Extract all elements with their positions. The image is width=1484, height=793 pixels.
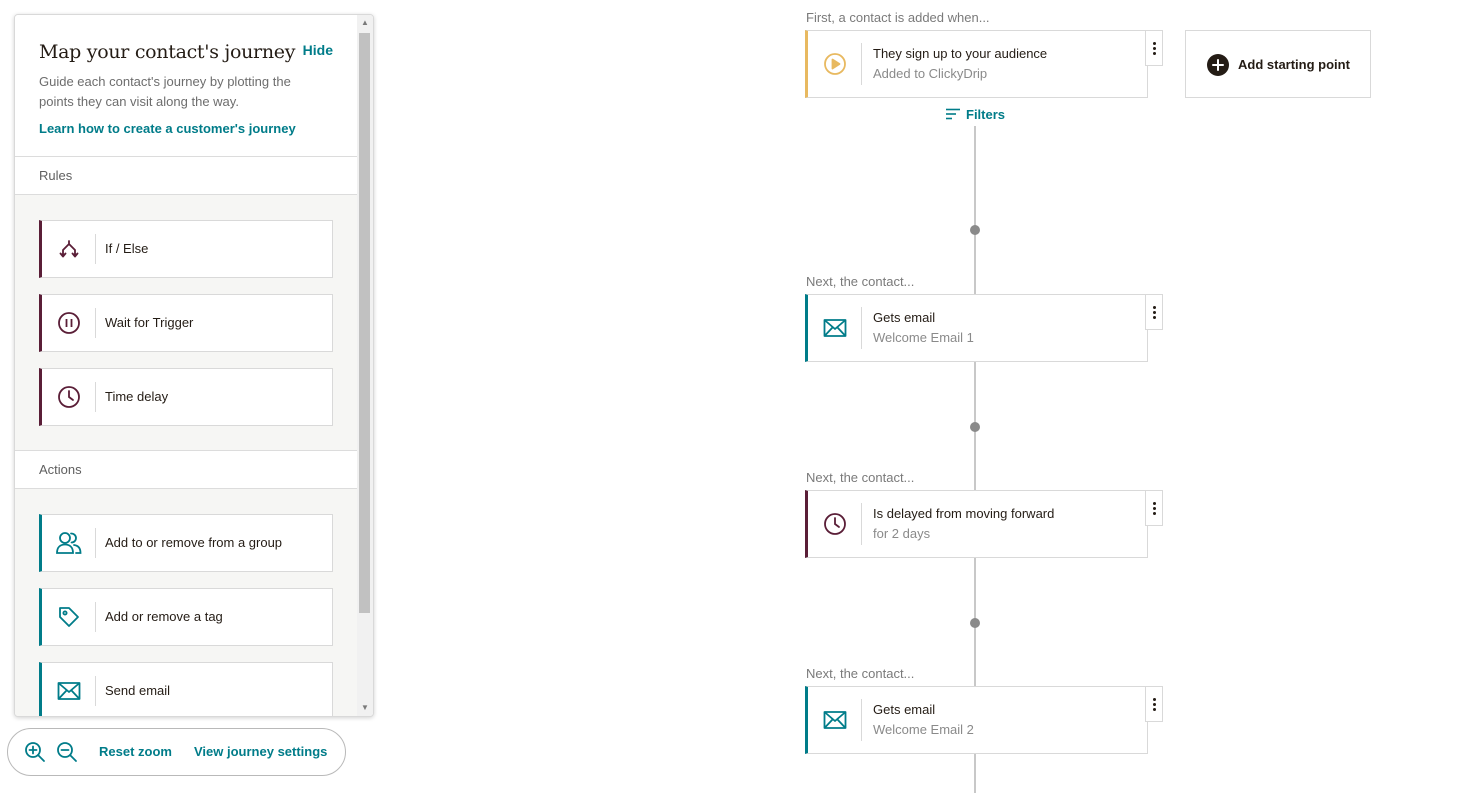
clock-icon bbox=[808, 491, 862, 557]
rule-time-delay[interactable]: Time delay bbox=[39, 368, 333, 426]
step-title: Gets email bbox=[873, 310, 936, 325]
scroll-up-icon[interactable]: ▲ bbox=[361, 18, 369, 27]
panel-header: Map your contact's journey Hide Guide ea… bbox=[15, 15, 357, 157]
add-step-node[interactable] bbox=[970, 225, 980, 235]
play-icon bbox=[808, 31, 862, 97]
journey-step-email[interactable]: Gets email Welcome Email 1 bbox=[805, 294, 1148, 362]
rule-label: Wait for Trigger bbox=[105, 315, 194, 330]
step-menu-icon[interactable] bbox=[1145, 490, 1163, 526]
connector-line bbox=[974, 126, 976, 294]
step-menu-icon[interactable] bbox=[1145, 294, 1163, 330]
node-divider bbox=[861, 307, 862, 349]
action-send-email[interactable]: Send email bbox=[39, 662, 333, 716]
scrollbar-thumb[interactable] bbox=[359, 33, 370, 613]
card-divider bbox=[95, 602, 96, 632]
panel-title: Map your contact's journey bbox=[39, 41, 296, 63]
step-caption: Next, the contact... bbox=[806, 274, 915, 289]
envelope-icon bbox=[808, 687, 862, 753]
step-caption: Next, the contact... bbox=[806, 470, 915, 485]
action-group[interactable]: Add to or remove from a group bbox=[39, 514, 333, 572]
card-divider bbox=[95, 234, 96, 264]
envelope-icon bbox=[808, 295, 862, 361]
add-step-node[interactable] bbox=[970, 618, 980, 628]
step-title: Gets email bbox=[873, 702, 936, 717]
plus-icon bbox=[1207, 54, 1229, 76]
actions-section-label: Actions bbox=[15, 451, 357, 489]
zoom-in-icon[interactable] bbox=[24, 741, 46, 763]
reset-zoom-button[interactable]: Reset zoom bbox=[99, 744, 172, 759]
add-step-node[interactable] bbox=[970, 422, 980, 432]
step-title: They sign up to your audience bbox=[873, 46, 1048, 61]
step-caption: Next, the contact... bbox=[806, 666, 915, 681]
add-starting-point-button[interactable]: Add starting point bbox=[1185, 30, 1371, 98]
pause-icon bbox=[42, 295, 96, 351]
filter-icon bbox=[946, 108, 960, 120]
step-caption: First, a contact is added when... bbox=[806, 10, 990, 25]
zoom-toolbar: Reset zoom View journey settings bbox=[7, 728, 346, 776]
connector-line bbox=[974, 754, 976, 793]
journey-step-email[interactable]: Gets email Welcome Email 2 bbox=[805, 686, 1148, 754]
rule-label: Time delay bbox=[105, 389, 169, 404]
step-subtitle: Welcome Email 1 bbox=[873, 330, 974, 345]
journey-step-trigger[interactable]: They sign up to your audience Added to C… bbox=[805, 30, 1148, 98]
clock-icon bbox=[42, 369, 96, 425]
step-subtitle: Added to ClickyDrip bbox=[873, 66, 988, 81]
card-divider bbox=[95, 676, 96, 706]
tag-icon bbox=[42, 589, 96, 645]
panel-description: Guide each contact's journey by plotting… bbox=[39, 74, 291, 109]
filters-label: Filters bbox=[966, 106, 1006, 122]
node-divider bbox=[861, 503, 862, 545]
card-divider bbox=[95, 382, 96, 412]
card-divider bbox=[95, 308, 96, 338]
journey-step-delay[interactable]: Is delayed from moving forward for 2 day… bbox=[805, 490, 1148, 558]
learn-journey-link[interactable]: Learn how to create a customer's journey bbox=[39, 121, 296, 136]
envelope-icon bbox=[42, 663, 96, 716]
rules-list: If / Else Wait for Trigger bbox=[15, 195, 357, 451]
action-label: Send email bbox=[105, 683, 171, 698]
step-subtitle: for 2 days bbox=[873, 526, 931, 541]
view-journey-settings-button[interactable]: View journey settings bbox=[194, 744, 328, 759]
action-label: Add to or remove from a group bbox=[105, 535, 283, 550]
branch-icon bbox=[42, 221, 96, 277]
rule-wait-for-trigger[interactable]: Wait for Trigger bbox=[39, 294, 333, 352]
actions-list: Add to or remove from a group Add or rem… bbox=[15, 489, 357, 716]
step-subtitle: Welcome Email 2 bbox=[873, 722, 974, 737]
card-divider bbox=[95, 528, 96, 558]
group-icon bbox=[42, 515, 96, 571]
action-label: Add or remove a tag bbox=[105, 609, 223, 624]
hide-panel-link[interactable]: Hide bbox=[302, 42, 333, 58]
node-divider bbox=[861, 43, 862, 85]
zoom-out-icon[interactable] bbox=[56, 741, 78, 763]
node-divider bbox=[861, 699, 862, 741]
step-title: Is delayed from moving forward bbox=[873, 506, 1055, 521]
add-starting-point-label: Add starting point bbox=[1238, 57, 1350, 72]
rule-if-else[interactable]: If / Else bbox=[39, 220, 333, 278]
action-tag[interactable]: Add or remove a tag bbox=[39, 588, 333, 646]
journey-builder-panel: Map your contact's journey Hide Guide ea… bbox=[14, 14, 374, 717]
step-menu-icon[interactable] bbox=[1145, 30, 1163, 66]
panel-content: Map your contact's journey Hide Guide ea… bbox=[15, 15, 357, 716]
filters-button[interactable]: Filters bbox=[946, 105, 1005, 123]
rule-label: If / Else bbox=[105, 241, 149, 256]
step-menu-icon[interactable] bbox=[1145, 686, 1163, 722]
panel-scrollbar[interactable]: ▲ ▼ bbox=[357, 15, 373, 716]
scroll-down-icon[interactable]: ▼ bbox=[361, 703, 369, 712]
rules-section-label: Rules bbox=[15, 157, 357, 195]
